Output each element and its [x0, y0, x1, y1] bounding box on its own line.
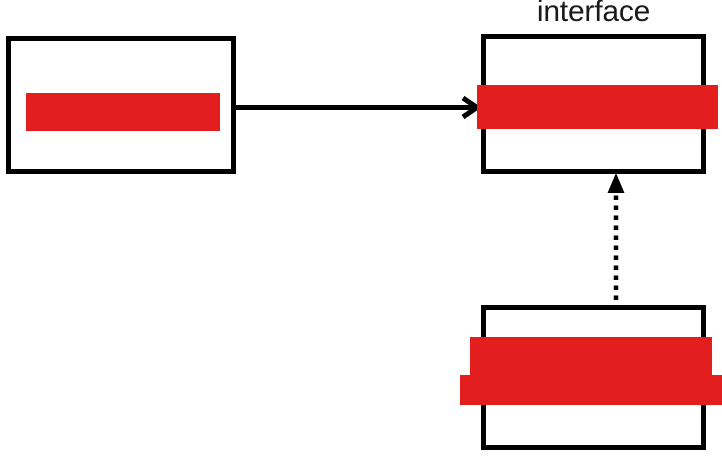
redaction-bar-interface-name — [477, 85, 718, 129]
redaction-bar-implementer-name-upper — [470, 337, 712, 382]
realization-connector[interactable] — [600, 168, 634, 310]
realization-arrowhead-icon — [607, 173, 625, 193]
redaction-bar-source-name — [26, 93, 220, 131]
class-box-source[interactable] — [6, 36, 236, 174]
interface-label: interface — [536, 0, 651, 28]
association-connector[interactable] — [230, 92, 485, 124]
redaction-bar-implementer-name-lower — [460, 375, 722, 405]
